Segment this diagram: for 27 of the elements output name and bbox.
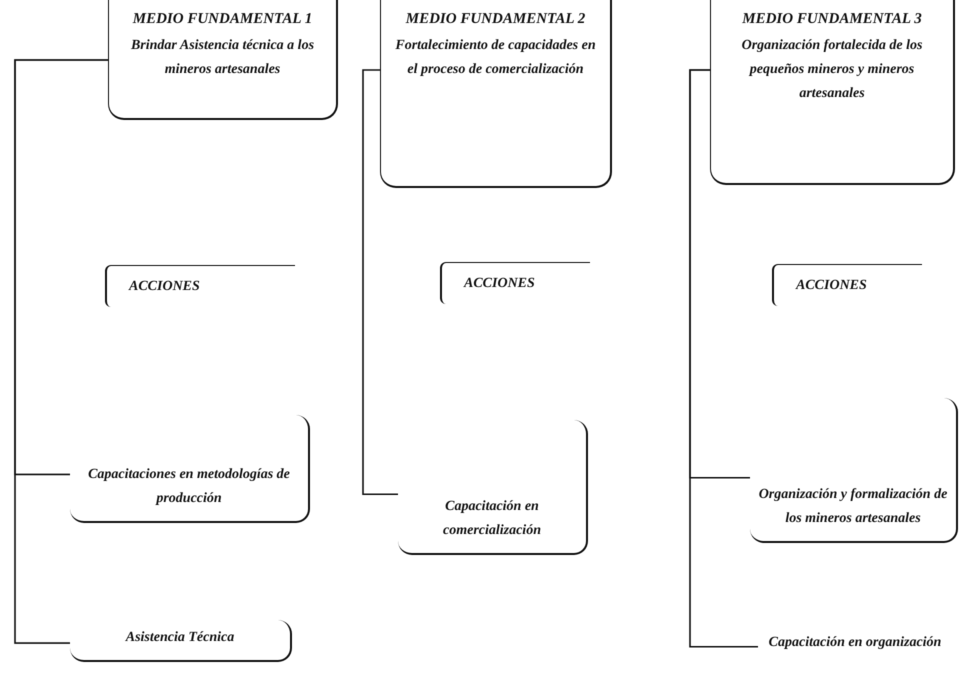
node-text: Fortalecimiento de capacidades en el proceso de comercialización [394, 37, 597, 79]
heading: MEDIO FUNDAMENTAL 2 [406, 10, 586, 29]
node-text: ACCIONES [464, 274, 535, 292]
node-text: Capacitación en comercialización [442, 498, 542, 540]
goal-box [710, 0, 955, 185]
node-text: Asistencia Técnica [126, 629, 234, 647]
goal-box [380, 0, 612, 188]
node-text: ACCIONES [129, 278, 200, 296]
bracket-connector [14, 59, 108, 644]
node-text: ACCIONES [796, 276, 867, 294]
heading: MEDIO FUNDAMENTAL 3 [742, 10, 922, 29]
action-box [750, 398, 958, 543]
node-text: Capacitación en organización [768, 634, 942, 652]
bracket-connector [689, 69, 758, 648]
actions-box [772, 264, 922, 306]
node-text: Capacitaciones en metodologías de producción [87, 466, 291, 508]
action-box [70, 415, 310, 523]
node-text: Organización fortalecida de los pequeños mineros y mineros artesanales [740, 37, 924, 103]
action-box [70, 620, 292, 662]
bracket-connector [362, 69, 398, 496]
node-text: Organización y formalización de los mineros artesanales [758, 486, 948, 528]
action-box [398, 420, 588, 555]
node-text: Brindar Asistencia técnica a los mineros artesanales [130, 37, 316, 79]
goal-box [108, 0, 338, 120]
actions-box [440, 262, 590, 304]
actions-box [105, 265, 295, 307]
heading: MEDIO FUNDAMENTAL 1 [132, 10, 312, 29]
